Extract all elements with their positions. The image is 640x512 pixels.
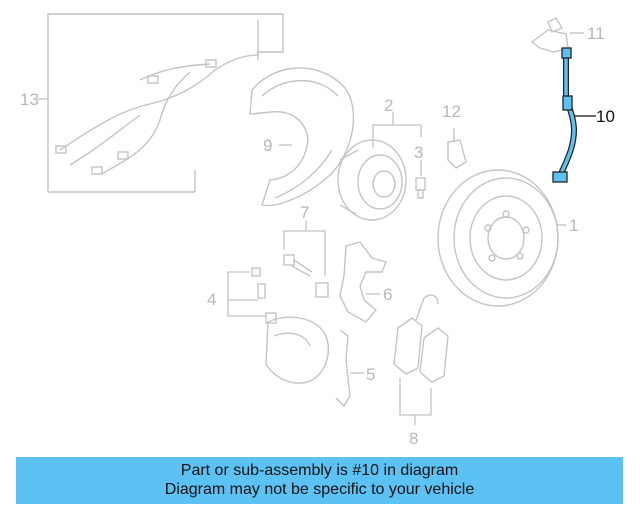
banner-line-1: Part or sub-assembly is #10 in diagram xyxy=(180,462,459,479)
banner-line-2: Diagram may not be specific to your vehi… xyxy=(164,481,475,498)
callout-12: 12 xyxy=(442,102,461,121)
callout-8-bracket xyxy=(399,378,432,416)
callout-8: 8 xyxy=(409,429,418,448)
callout-2-bracket xyxy=(372,124,422,148)
callout-5: 5 xyxy=(366,365,375,384)
parts-diagram: 13 9 2 3 12 11 10 xyxy=(20,13,615,448)
callout-13: 13 xyxy=(20,90,39,109)
callout-4-bracket xyxy=(227,271,266,317)
brake-rotor-part xyxy=(437,169,559,307)
guide-pin-part xyxy=(283,254,329,298)
callout-7-bracket xyxy=(283,230,326,276)
callout-7: 7 xyxy=(300,203,309,222)
info-banner: Part or sub-assembly is #10 in diagram D… xyxy=(16,457,623,504)
hub-bearing-part xyxy=(337,139,407,221)
speed-sensor-part xyxy=(447,128,467,169)
clip-part xyxy=(335,329,351,408)
brake-pads-part xyxy=(393,294,449,383)
bolt-part xyxy=(415,177,426,199)
brake-hose-part[interactable] xyxy=(552,47,578,183)
dust-shield-part xyxy=(249,67,355,207)
caliper-bracket-part xyxy=(339,241,387,323)
callout-1: 1 xyxy=(569,216,578,235)
callout-10[interactable]: 10 xyxy=(596,107,615,126)
bleeder-part xyxy=(251,267,277,324)
callout-6: 6 xyxy=(383,285,392,304)
callout-2: 2 xyxy=(384,96,393,115)
bracket-part xyxy=(530,17,569,53)
caliper-part xyxy=(265,316,330,384)
callout-3: 3 xyxy=(414,143,423,162)
callout-4: 4 xyxy=(207,290,216,309)
wire-harness-part xyxy=(47,13,284,193)
callout-9: 9 xyxy=(263,136,272,155)
callout-11: 11 xyxy=(587,24,605,43)
